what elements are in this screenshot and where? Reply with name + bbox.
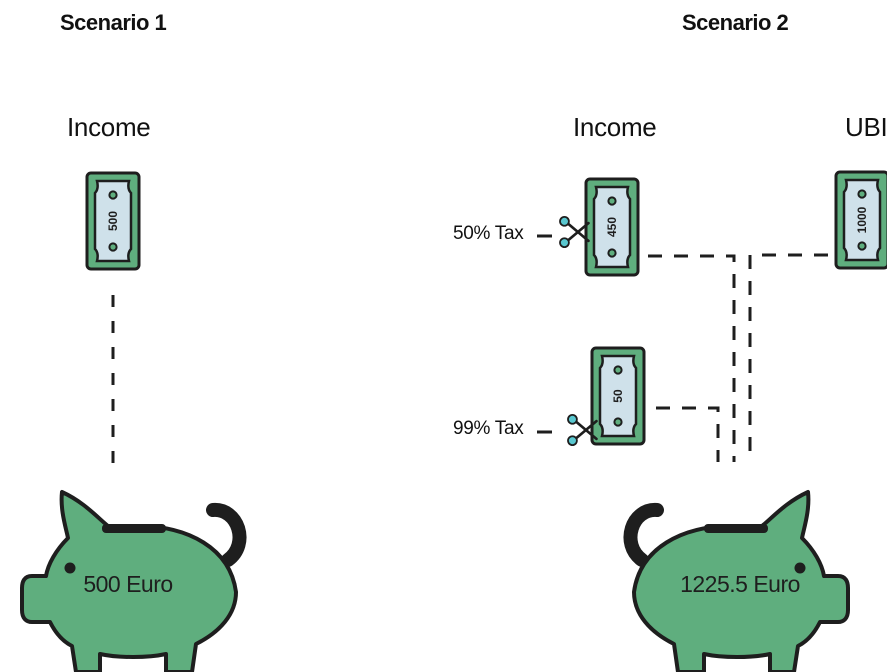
note-value-500: 500: [106, 211, 120, 231]
banknote-icon: 500: [85, 171, 141, 271]
flow-lines-s2: [648, 253, 828, 462]
banknote-icon: 50: [590, 346, 646, 446]
scenario-2-ubi-label: UBI: [845, 112, 887, 142]
tax-label-50: 50% Tax: [453, 223, 524, 244]
pig-total-s1: 500 Euro: [83, 571, 172, 597]
tax-label-99: 99% Tax: [453, 418, 524, 439]
scenario-2-title: Scenario 2: [682, 10, 789, 35]
banknote-icon: 450: [584, 177, 640, 277]
pig-total-s2: 1225.5 Euro: [680, 571, 800, 597]
note-value-450: 450: [605, 217, 619, 237]
note-value-1000: 1000: [855, 206, 869, 233]
scenario-1-income-label: Income: [67, 112, 151, 142]
scenario-1-title: Scenario 1: [60, 10, 167, 35]
note-value-50: 50: [611, 389, 625, 403]
banknote-icon: 1000: [834, 170, 887, 270]
scissors-icon: [558, 216, 590, 248]
scenario-2-income-label: Income: [573, 112, 657, 142]
